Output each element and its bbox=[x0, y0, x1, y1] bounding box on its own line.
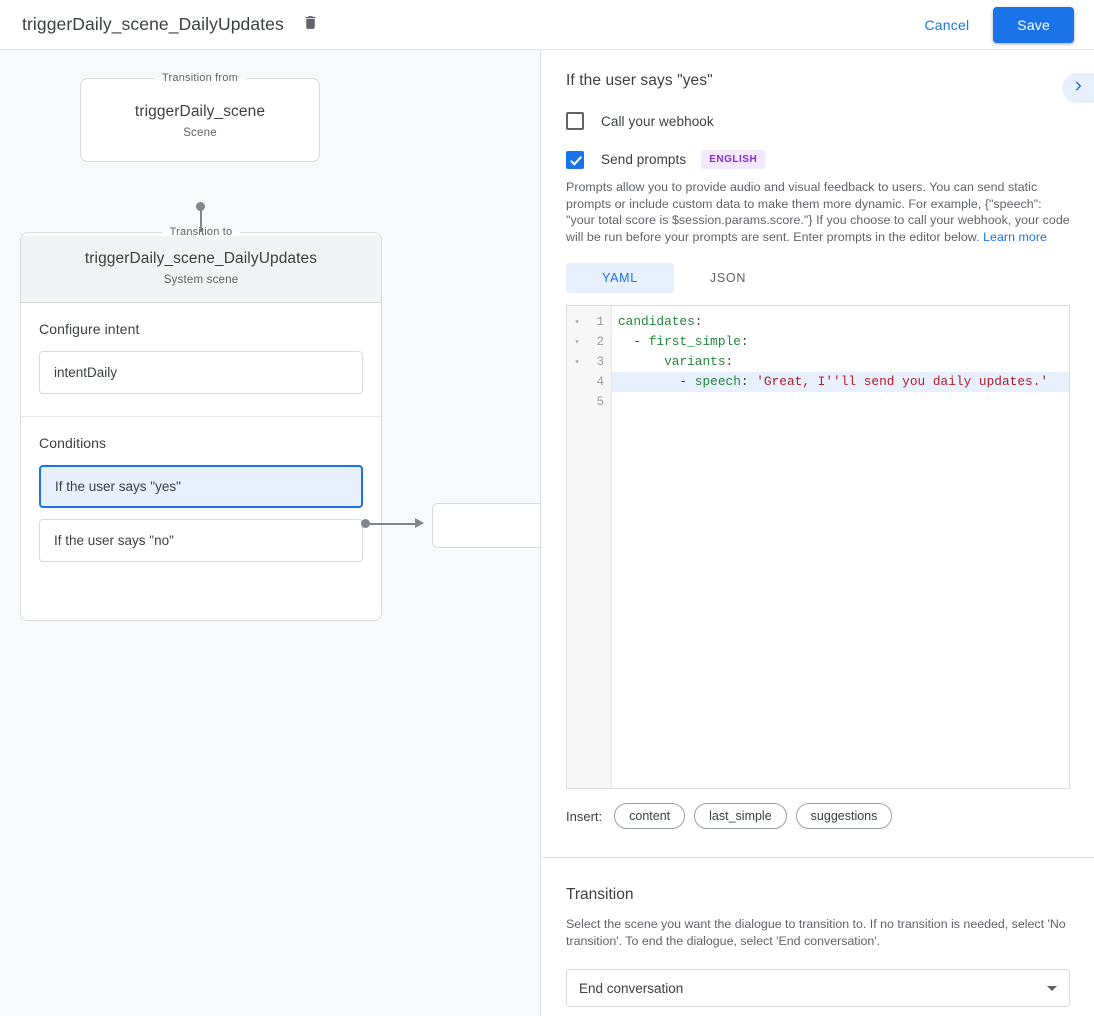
insert-chips-row: Insert: content last_simple suggestions bbox=[566, 803, 1070, 829]
gutter-row: 4 bbox=[567, 372, 611, 392]
transition-to-legend: Transition to bbox=[169, 226, 233, 238]
fold-arrow-icon[interactable]: ▾ bbox=[574, 338, 580, 347]
cancel-button[interactable]: Cancel bbox=[913, 9, 982, 41]
tab-json[interactable]: JSON bbox=[709, 271, 747, 285]
transition-to-node: Transition to triggerDaily_scene_DailyUp… bbox=[20, 226, 382, 621]
code-line: variants: bbox=[612, 352, 1069, 372]
code-token: candidates bbox=[618, 314, 695, 329]
insert-chip-suggestions[interactable]: suggestions bbox=[795, 803, 893, 829]
send-prompts-label: Send prompts bbox=[601, 152, 687, 167]
code-token: : bbox=[740, 334, 749, 349]
webhook-row: Call your webhook bbox=[566, 112, 1070, 130]
transition-from-legend: Transition from bbox=[162, 72, 238, 84]
transition-from-node[interactable]: Transition from triggerDaily_scene Scene bbox=[80, 72, 320, 162]
panel-content: If the user says "yes" Call your webhook… bbox=[542, 50, 1094, 829]
transition-title: Transition bbox=[566, 886, 634, 903]
line-number: 3 bbox=[596, 355, 604, 369]
transition-from-body: triggerDaily_scene Scene bbox=[81, 84, 319, 161]
condition-item-no[interactable]: If the user says "no" bbox=[39, 519, 363, 562]
trash-icon bbox=[302, 14, 319, 36]
condition-output-arrow-icon bbox=[415, 518, 424, 528]
code-token: 'Great, I''ll send you daily updates.' bbox=[756, 374, 1049, 389]
condition-output-line bbox=[369, 523, 417, 525]
insert-chip-content[interactable]: content bbox=[614, 803, 686, 829]
code-token: - bbox=[618, 334, 649, 349]
code-token: variants bbox=[664, 354, 726, 369]
editor-gutter: ▾1 ▾2 ▾3 4 5 bbox=[567, 306, 612, 788]
code-line: - first_simple: bbox=[612, 332, 1069, 352]
fold-arrow-icon[interactable]: ▾ bbox=[574, 318, 580, 327]
transition-target-node[interactable] bbox=[432, 503, 540, 548]
transition-selected-value: End conversation bbox=[579, 980, 684, 996]
transition-to-header: triggerDaily_scene_DailyUpdates System s… bbox=[21, 236, 381, 303]
transition-from-title: triggerDaily_scene bbox=[134, 102, 266, 120]
editor-code-area[interactable]: candidates: - first_simple: variants: - … bbox=[612, 306, 1069, 788]
transition-from-subtitle: Scene bbox=[183, 126, 217, 139]
editor-format-tabs: YAML JSON bbox=[566, 263, 1070, 293]
tab-yaml[interactable]: YAML bbox=[566, 263, 674, 293]
configure-intent-label: Configure intent bbox=[39, 321, 140, 337]
transition-description: Select the scene you want the dialogue t… bbox=[566, 917, 1066, 948]
code-token bbox=[618, 354, 664, 369]
fold-arrow-icon[interactable]: ▾ bbox=[574, 358, 580, 367]
insert-chip-last-simple[interactable]: last_simple bbox=[694, 803, 787, 829]
intent-field[interactable]: intentDaily bbox=[39, 351, 363, 394]
prompts-description-text: Prompts allow you to provide audio and v… bbox=[566, 180, 1070, 244]
prompts-description: Prompts allow you to provide audio and v… bbox=[566, 179, 1070, 245]
code-token: speech bbox=[694, 374, 741, 389]
prompt-code-editor[interactable]: ▾1 ▾2 ▾3 4 5 candidates: - first_simple:… bbox=[566, 305, 1070, 789]
conditions-section: Conditions If the user says "yes" If the… bbox=[21, 417, 381, 584]
send-prompts-checkbox[interactable] bbox=[566, 150, 584, 169]
code-token: : bbox=[725, 354, 734, 369]
connector-dot bbox=[196, 202, 205, 211]
line-number: 5 bbox=[596, 395, 604, 409]
call-webhook-checkbox[interactable] bbox=[566, 112, 584, 130]
call-webhook-label: Call your webhook bbox=[601, 113, 714, 129]
save-button[interactable]: Save bbox=[993, 6, 1074, 43]
code-token: : bbox=[694, 314, 703, 329]
gutter-row: ▾3 bbox=[567, 352, 611, 372]
expand-panel-button[interactable] bbox=[1062, 73, 1094, 103]
code-token: - bbox=[618, 374, 695, 389]
learn-more-link[interactable]: Learn more bbox=[983, 229, 1047, 244]
page-title: triggerDaily_scene_DailyUpdates bbox=[22, 14, 284, 34]
top-bar: triggerDaily_scene_DailyUpdates Cancel S… bbox=[0, 0, 1094, 50]
line-number: 1 bbox=[596, 315, 604, 329]
transition-select[interactable]: End conversation bbox=[566, 969, 1070, 1007]
code-line bbox=[612, 392, 1069, 412]
line-number: 4 bbox=[596, 375, 604, 389]
gutter-row: ▾1 bbox=[567, 312, 611, 332]
configure-intent-section: Configure intent intentDaily bbox=[21, 303, 381, 417]
line-number: 2 bbox=[596, 335, 604, 349]
send-prompts-row: Send prompts ENGLISH bbox=[566, 150, 1070, 169]
scene-graph-canvas[interactable]: Transition from triggerDaily_scene Scene… bbox=[0, 50, 541, 1016]
condition-item-yes[interactable]: If the user says "yes" bbox=[39, 465, 363, 508]
transition-to-subtitle: System scene bbox=[163, 274, 239, 286]
chevron-down-icon bbox=[1047, 985, 1057, 991]
code-line: candidates: bbox=[612, 312, 1069, 332]
panel-title: If the user says "yes" bbox=[566, 72, 713, 89]
transition-section: Transition Select the scene you want the… bbox=[542, 858, 1094, 1007]
code-token: : bbox=[740, 374, 757, 389]
gutter-row: ▾2 bbox=[567, 332, 611, 352]
chevron-right-icon bbox=[1071, 79, 1085, 98]
condition-output-dot bbox=[361, 519, 370, 528]
section-divider bbox=[542, 857, 1094, 858]
gutter-row: 5 bbox=[567, 392, 611, 412]
insert-label: Insert: bbox=[566, 808, 603, 824]
transition-to-title: triggerDaily_scene_DailyUpdates bbox=[84, 250, 318, 267]
conditions-label: Conditions bbox=[39, 435, 107, 451]
code-token: first_simple bbox=[648, 334, 741, 349]
language-badge: ENGLISH bbox=[701, 150, 766, 169]
detail-panel: If the user says "yes" Call your webhook… bbox=[542, 50, 1094, 1016]
code-line: - speech: 'Great, I''ll send you daily u… bbox=[612, 372, 1069, 392]
delete-button[interactable] bbox=[298, 12, 324, 38]
